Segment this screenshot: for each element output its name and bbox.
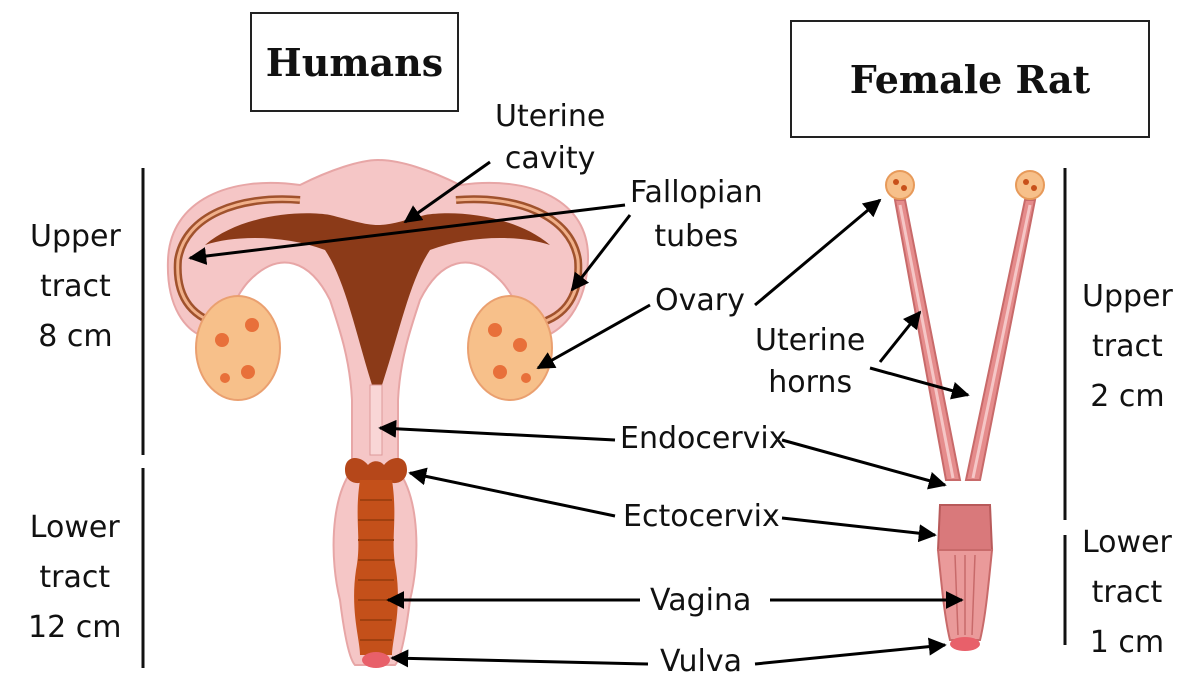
left-follicle (245, 318, 259, 332)
right-ovary (468, 296, 552, 400)
right-follicle (488, 323, 502, 337)
rat-ovary-follicle (901, 185, 907, 191)
left-follicle (241, 365, 255, 379)
label-ectocervix: Ectocervix (623, 492, 780, 542)
rat-upper-tract-label: Upper tract 2 cm (1082, 272, 1173, 422)
arrow-ectocervix-human (410, 473, 615, 516)
arrow-uterine-horn-right (870, 368, 968, 395)
rat-ovary-follicle (1031, 185, 1037, 191)
ectocervix-lobes (345, 458, 407, 483)
arrow-ectocervix-rat (782, 518, 935, 535)
arrow-vulva-human (392, 658, 648, 664)
rat-left-ovary (886, 171, 914, 199)
arrow-ovary-rat (755, 200, 880, 305)
arrow-uterine-horn-left (880, 312, 920, 362)
rat-ovary-follicle (1023, 179, 1029, 185)
human-lower-tract-label: Lower tract 12 cm (28, 503, 121, 653)
left-follicle (215, 333, 229, 347)
label-fallopian-tubes: Fallopian tubes (630, 168, 763, 262)
left-ovary (196, 296, 280, 400)
label-endocervix: Endocervix (620, 414, 787, 464)
label-vulva: Vulva (660, 637, 742, 687)
human-upper-tract-label: Upper tract 8 cm (30, 212, 121, 362)
rat-right-ovary (1016, 171, 1044, 199)
left-horn-lumen (900, 205, 953, 478)
arrow-endocervix-human (380, 428, 615, 440)
label-ovary: Ovary (655, 276, 745, 326)
arrow-endocervix-rat (782, 440, 945, 485)
rat-vulva (950, 637, 980, 651)
right-horn-lumen (973, 205, 1030, 478)
endocervical-canal (370, 385, 382, 455)
rat-ovary-follicle (893, 179, 899, 185)
rat-lower-tract-label: Lower tract 1 cm (1082, 518, 1172, 668)
left-follicle (220, 373, 230, 383)
arrow-vulva-rat (755, 645, 945, 664)
label-vagina: Vagina (650, 576, 751, 626)
vagina (354, 480, 398, 655)
human-vulva (362, 652, 390, 668)
label-uterine-horns: Uterine horns (755, 316, 865, 408)
right-follicle (513, 338, 527, 352)
rat-cervix (938, 505, 992, 550)
right-follicle (521, 373, 531, 383)
label-uterine-cavity: Uterine cavity (495, 92, 605, 184)
right-follicle (493, 365, 507, 379)
rat-uterus (886, 171, 1044, 651)
